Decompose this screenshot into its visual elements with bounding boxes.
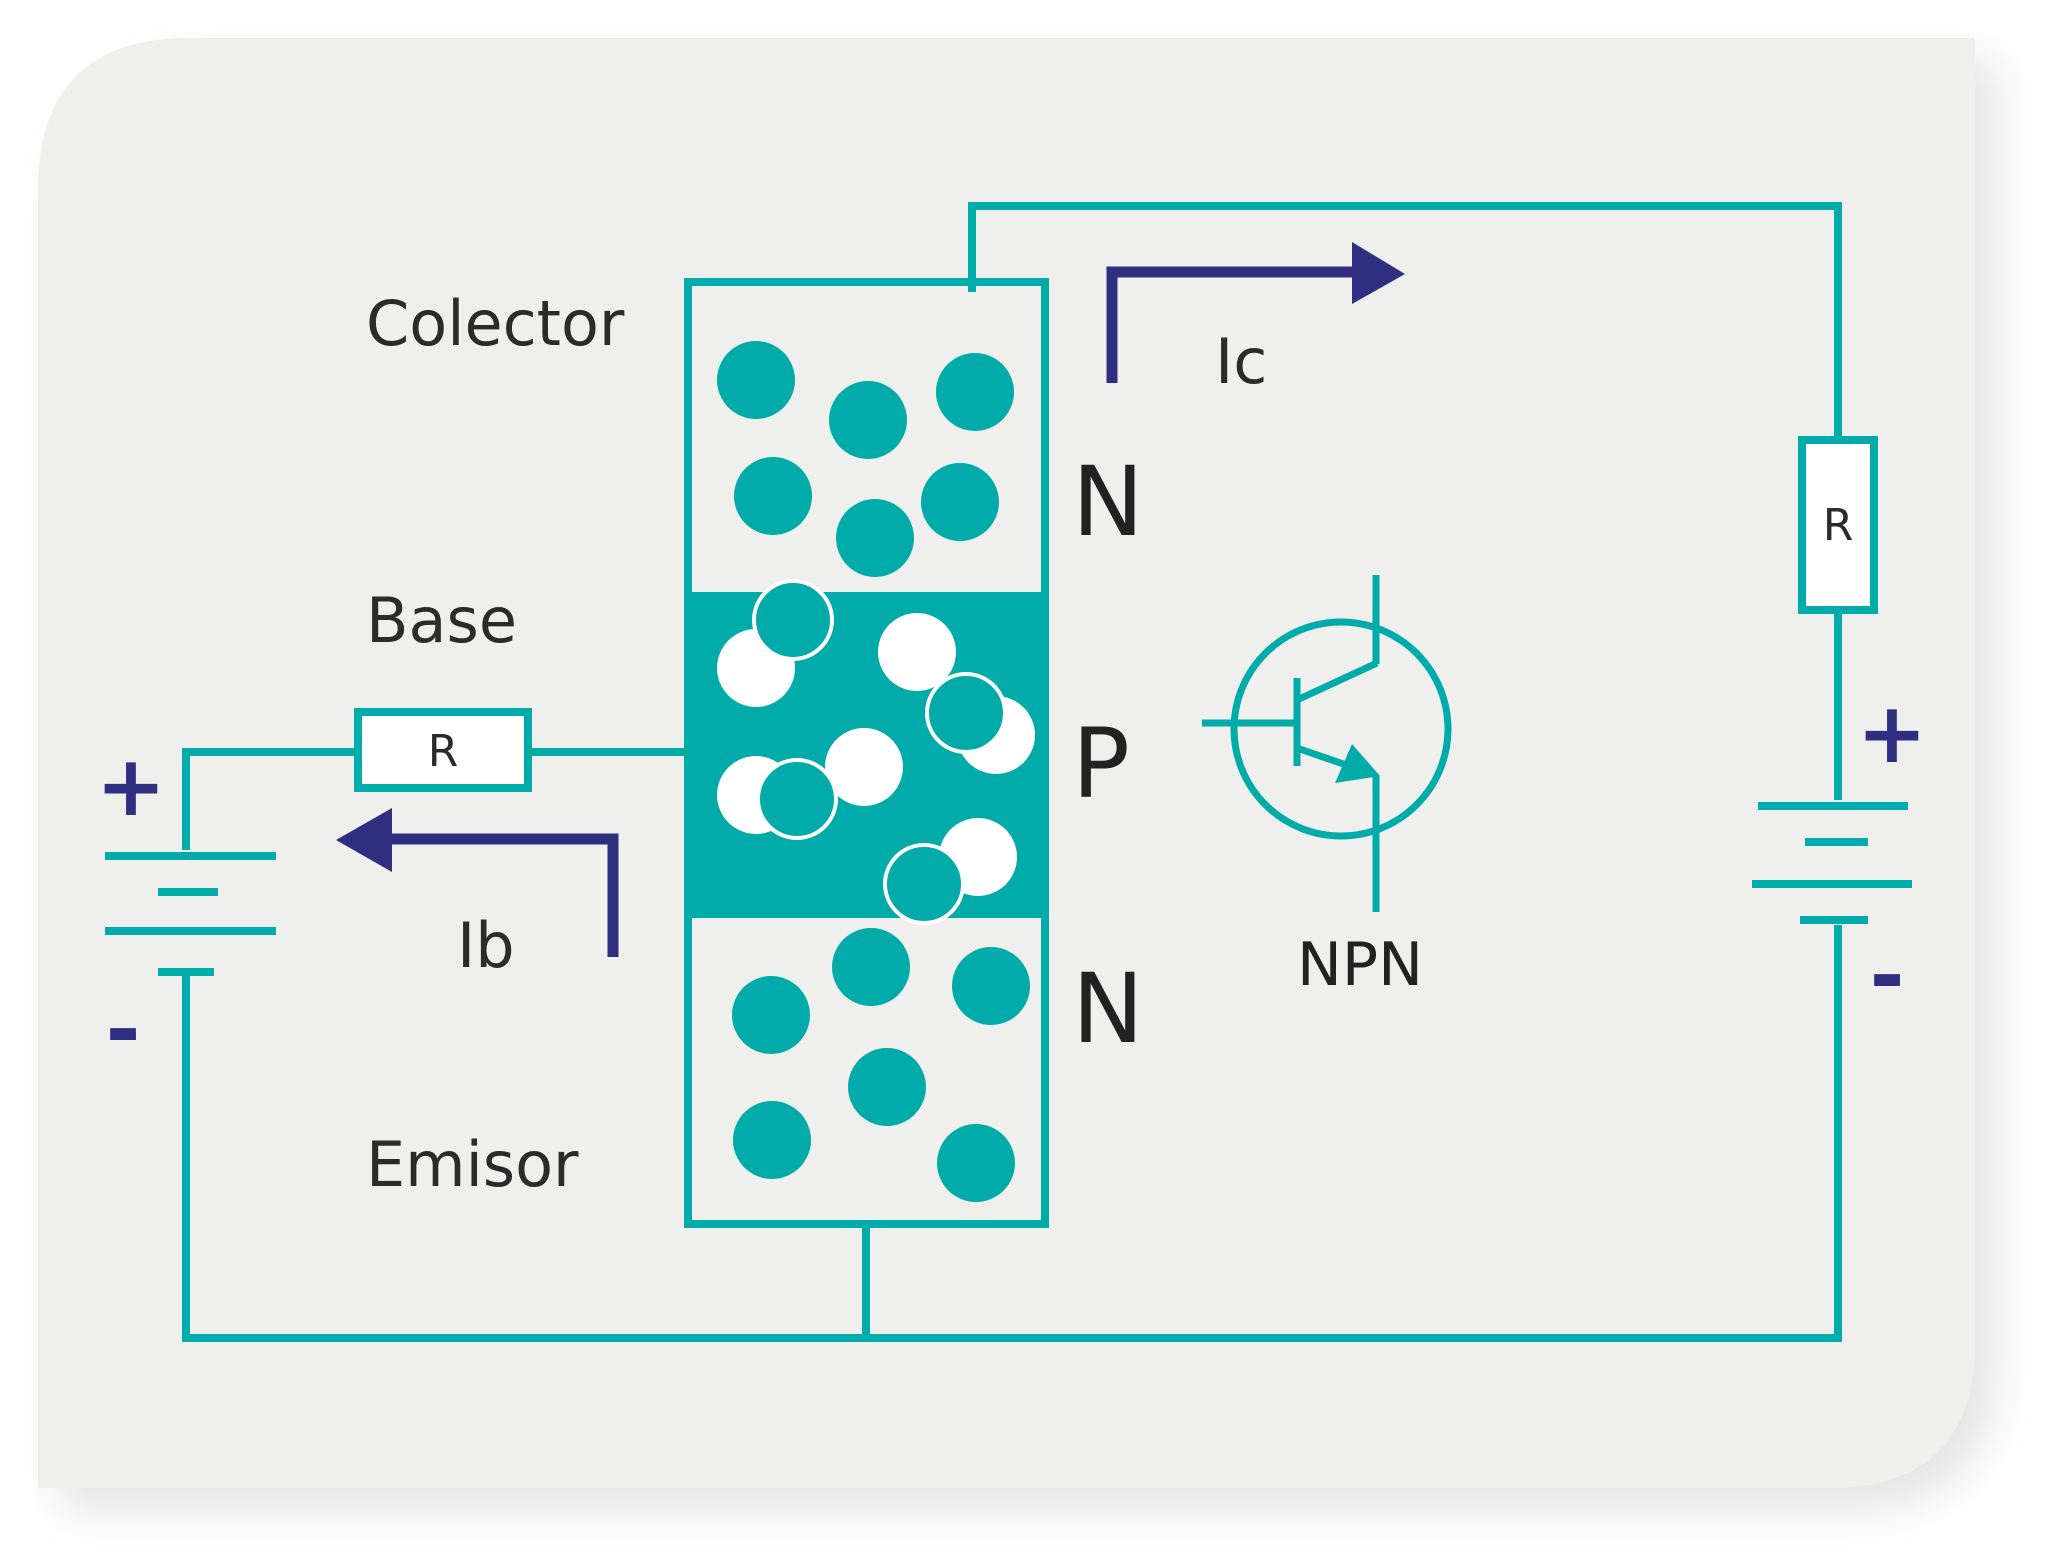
base-resistor-label: R [428,726,459,777]
electron-dot [717,341,795,419]
arrow-icon [1106,266,1352,383]
left-battery-minus: - [106,980,141,1078]
right-battery-minus: - [1870,926,1905,1024]
collector-resistor: R [1798,436,1878,614]
electron-dot [937,1124,1015,1202]
resistor-icon [1798,436,1878,614]
symbol-emitter-lead [1295,744,1354,771]
electron-dot [734,457,812,535]
transistor-block [684,278,1049,1228]
left-battery [105,852,276,976]
npn-transistor-icon [1202,575,1452,912]
electron-dot [733,1101,811,1179]
arrow-icon [390,833,619,957]
region-label-middle: P [1072,708,1130,820]
resistor-icon [354,708,532,792]
transistor-type-label: NPN [1297,930,1423,1000]
right-battery-plus: + [1857,684,1927,782]
bottom-return-wire [182,925,1842,1342]
electron-dot [848,1048,926,1126]
arrow-head [1352,242,1405,304]
collector-label: Colector [366,287,625,360]
electron-dot [829,381,907,459]
electron-dot [836,499,914,577]
collector-current-arrow [1106,242,1405,383]
left-battery-wire [182,748,358,850]
collector-resistor-label: R [1823,500,1854,551]
hole-dot [878,613,956,691]
collector-electrons [717,341,1014,577]
emitter-label: Emisor [366,1128,579,1201]
electron-dot [921,463,999,541]
right-battery [1752,802,1912,924]
electron-dot [883,843,965,925]
region-label-bottom: N [1072,953,1144,1065]
symbol-collector-lead [1295,659,1379,704]
electron-dot [952,947,1030,1025]
base-current-label: Ib [457,909,515,982]
region-label-top: N [1072,446,1144,558]
collector-current-label: Ic [1215,325,1267,398]
hole-dot [825,728,903,806]
electron-dot [752,579,834,661]
electron-dot [936,353,1014,431]
transistor-outline [684,278,1049,1228]
base-carriers [717,579,1035,925]
base-current-arrow [336,808,619,957]
arrow-head [336,808,392,872]
electron-dot [756,758,838,840]
base-resistor: R [354,708,532,792]
emitter-electrons [732,928,1030,1202]
circuit-wires [182,202,1842,1342]
electron-dot [925,672,1007,754]
electron-dot [832,928,910,1006]
electron-dot [732,976,810,1054]
left-battery-plus: + [96,737,166,835]
transistor-symbol-circle [1230,618,1452,840]
symbol-emitter-arrow [1335,744,1380,783]
base-label: Base [366,584,517,657]
collector-wire [968,202,1842,440]
